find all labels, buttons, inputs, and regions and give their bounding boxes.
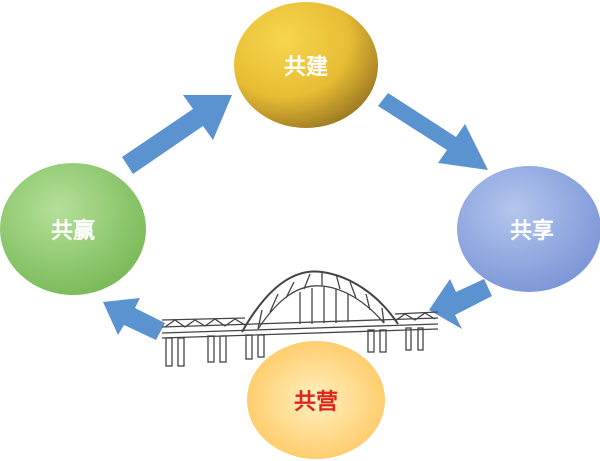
- circle-bottom: [247, 341, 385, 459]
- circle-top: [234, 2, 378, 128]
- arrow-bottom-to-left: [103, 298, 165, 340]
- node-label-top: 共建: [284, 55, 328, 80]
- arrow-top-to-right: [378, 93, 488, 170]
- bridge-icon: [161, 270, 439, 367]
- node-label-bottom: 共营: [294, 390, 338, 415]
- arrow-right-to-bottom: [429, 279, 492, 329]
- circle-right: [457, 166, 600, 292]
- node-label-right: 共享: [510, 218, 554, 244]
- circle-left: [0, 163, 146, 295]
- arrow-left-to-top: [122, 95, 232, 174]
- node-label-left: 共赢: [51, 218, 95, 244]
